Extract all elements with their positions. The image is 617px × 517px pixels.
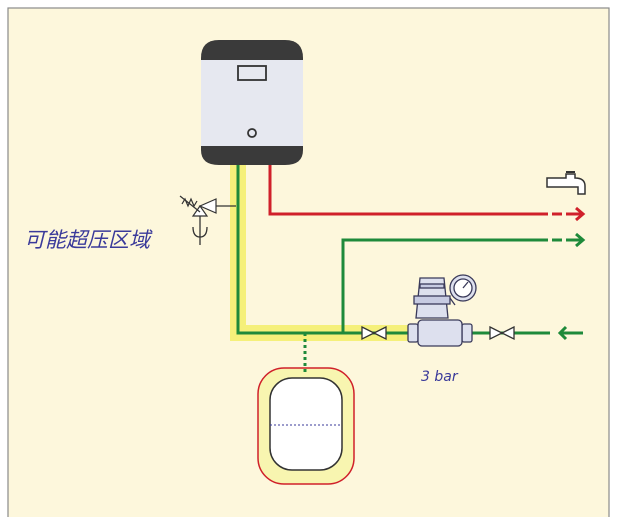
expansion-vessel-icon xyxy=(269,377,343,471)
hot-water-pipe xyxy=(268,162,548,216)
overpressure-zone-label: 可能超压区域 xyxy=(24,228,153,252)
cold-water-pipes xyxy=(236,162,550,372)
water-heater-icon xyxy=(201,40,303,165)
hot-outlet-arrow-icon xyxy=(566,206,586,222)
outlet-dashes xyxy=(552,212,562,242)
pressure-reducer-icon xyxy=(407,274,477,347)
cold-outlet-arrow-icon xyxy=(566,232,586,248)
drain-funnel-icon xyxy=(192,216,208,245)
faucet-icon xyxy=(546,171,586,195)
gate-valve-icon xyxy=(361,325,387,341)
gate-valve-icon xyxy=(489,325,515,341)
pressure-setting-label: 3 bar xyxy=(421,369,459,385)
cold-inlet-arrow-icon xyxy=(557,325,583,341)
